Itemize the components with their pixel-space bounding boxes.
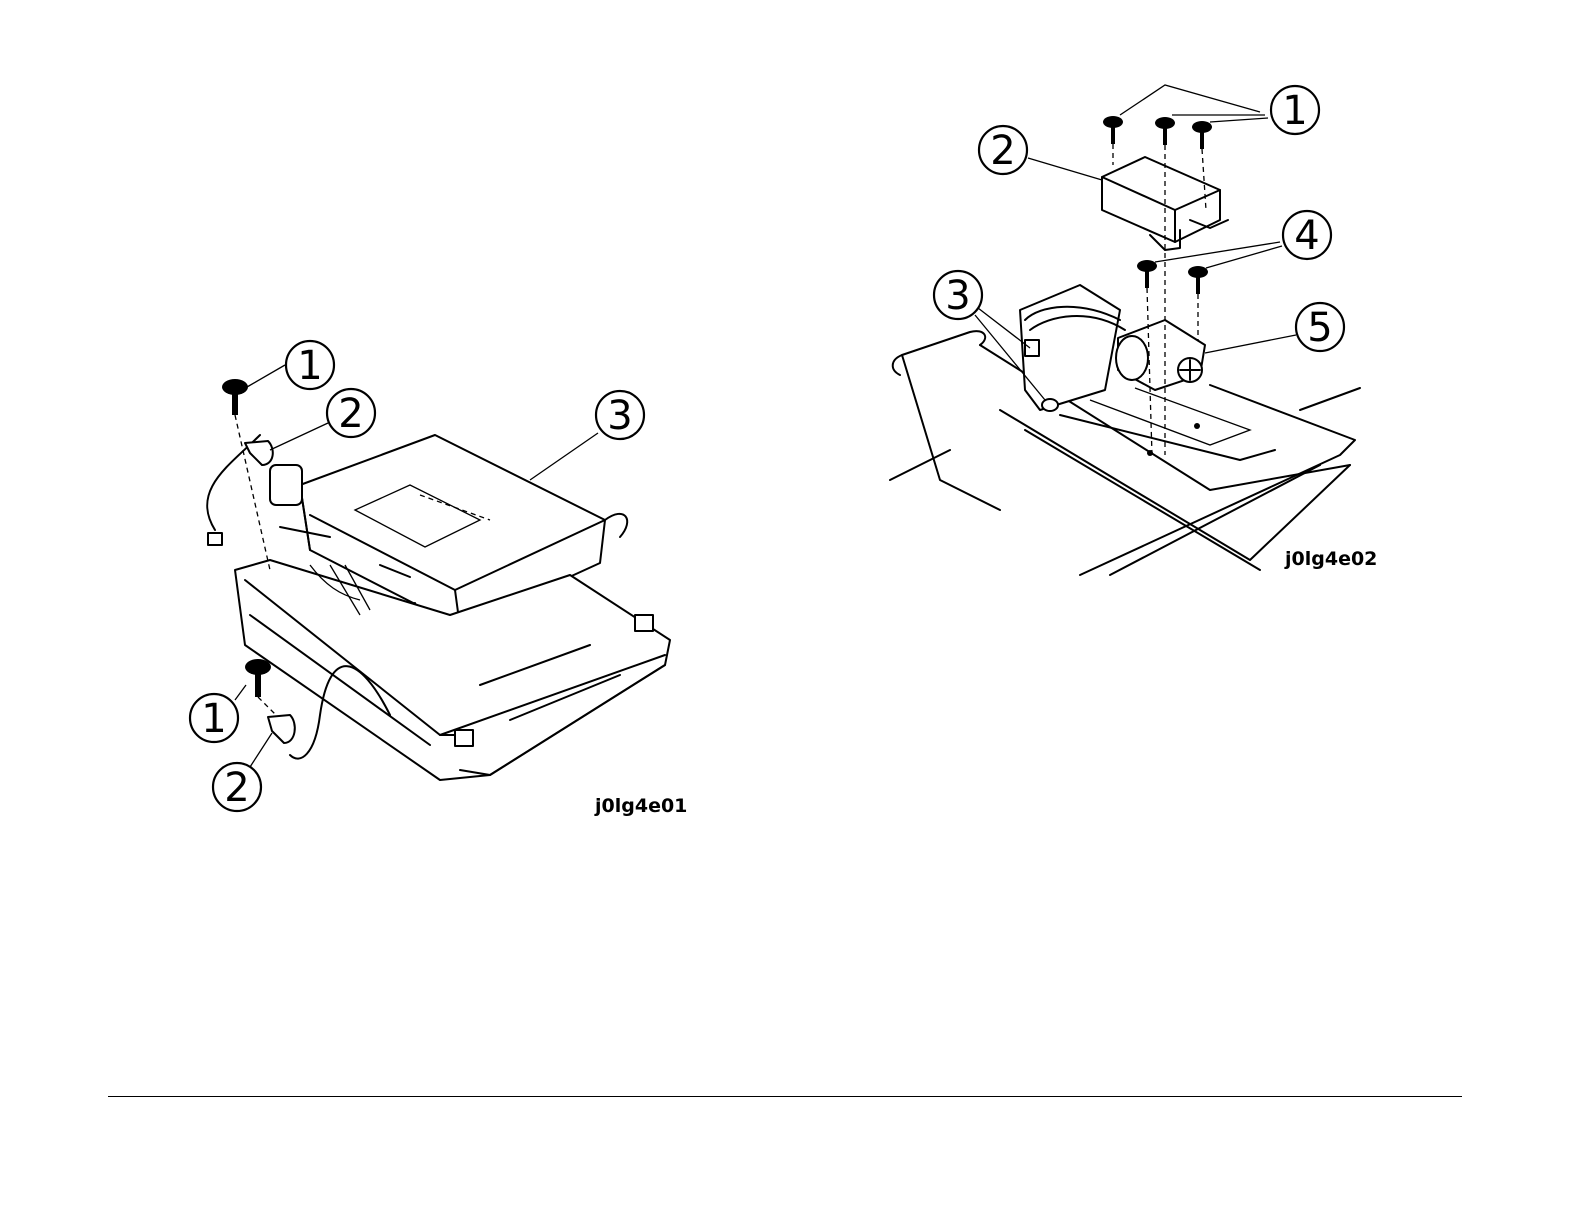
connector xyxy=(208,533,222,545)
callout-1-upper: 1 xyxy=(247,341,334,389)
wire-bracket xyxy=(1020,285,1125,411)
callout-number: 2 xyxy=(990,128,1015,174)
exploded-view-left: 1 2 3 1 2 j0lg4e01 xyxy=(150,315,710,835)
callout-number: 3 xyxy=(607,393,632,439)
exploded-view-left-drawing: 1 2 3 1 2 j0lg4e01 xyxy=(150,315,710,835)
screw-lower xyxy=(245,659,276,715)
clamp-lower xyxy=(268,715,295,743)
callout-1: 1 xyxy=(1120,85,1319,134)
callout-number: 4 xyxy=(1294,213,1319,259)
callout-2: 2 xyxy=(979,126,1102,180)
callout-5: 5 xyxy=(1205,303,1344,353)
clamp-upper xyxy=(245,441,273,465)
callout-number: 5 xyxy=(1307,305,1332,351)
exploded-view-right-drawing: 1 2 4 3 5 j0lg4e02 xyxy=(880,70,1400,590)
callout-2-upper: 2 xyxy=(270,389,375,450)
figure-id-label: j0lg4e01 xyxy=(594,795,687,817)
figure-id-label: j0lg4e02 xyxy=(1284,548,1377,570)
callout-number: 2 xyxy=(224,765,249,811)
callout-number: 2 xyxy=(338,391,363,437)
callout-1-lower: 1 xyxy=(190,685,246,742)
callout-3: 3 xyxy=(530,391,644,480)
exploded-view-right: 1 2 4 3 5 j0lg4e02 xyxy=(880,70,1400,590)
callout-number: 1 xyxy=(297,343,322,389)
footer-divider xyxy=(108,1096,1462,1097)
screw-upper xyxy=(222,379,270,570)
callout-number: 1 xyxy=(201,696,226,742)
motor xyxy=(1116,320,1205,390)
callout-number: 3 xyxy=(945,273,970,319)
callout-2-lower: 2 xyxy=(213,733,272,811)
callout-number: 1 xyxy=(1282,88,1307,134)
